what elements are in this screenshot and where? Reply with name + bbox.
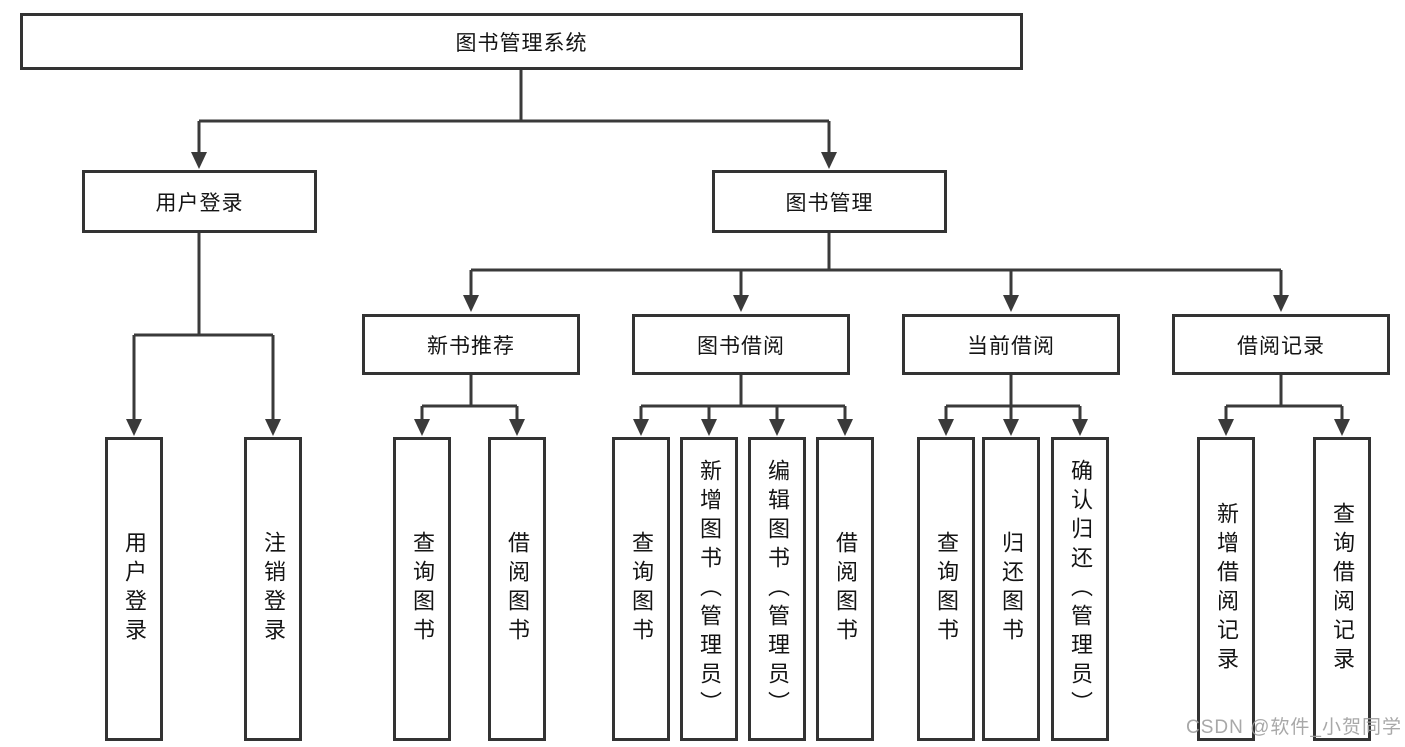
leaf-label: 注销登录 — [261, 531, 286, 647]
arrow-down-icon — [938, 419, 954, 436]
leaf-borrow-books-recommend: 借阅图书 — [488, 437, 546, 741]
wire-root-to-level2 — [197, 70, 831, 155]
leaf-label: 编辑图书（管理员） — [765, 458, 790, 720]
arrow-down-icon — [126, 419, 142, 436]
leaf-label: 借阅图书 — [833, 531, 858, 647]
csdn-watermark: CSDN @软件_小贺同学 — [1186, 717, 1402, 738]
leaf-label: 用户登录 — [122, 531, 147, 647]
arrow-down-icon — [1072, 419, 1088, 436]
leaf-logout: 注销登录 — [244, 437, 302, 741]
leaf-label: 新增借阅记录 — [1214, 502, 1239, 676]
leaf-return-books: 归还图书 — [982, 437, 1040, 741]
leaf-label: 查询图书 — [934, 531, 959, 647]
wire-borrow-records-branch — [1224, 375, 1344, 422]
wire-new-book-recommend-branch — [420, 375, 519, 422]
node-borrow-records: 借阅记录 — [1172, 314, 1390, 375]
leaf-label: 查询图书 — [629, 531, 654, 647]
node-book-borrow: 图书借阅 — [632, 314, 850, 375]
leaf-label: 查询借阅记录 — [1330, 502, 1355, 676]
leaf-query-books-current: 查询图书 — [917, 437, 975, 741]
leaf-user-login: 用户登录 — [105, 437, 163, 741]
arrow-down-icon — [633, 419, 649, 436]
leaf-borrow-books: 借阅图书 — [816, 437, 874, 741]
arrow-down-icon — [265, 419, 281, 436]
wire-user-login-branch — [132, 233, 275, 422]
arrow-down-icon — [837, 419, 853, 436]
arrow-down-icons — [126, 152, 1350, 436]
arrow-down-icon — [1273, 295, 1289, 312]
arrow-down-icon — [191, 152, 207, 169]
wire-book-management-branch — [469, 233, 1283, 298]
arrow-down-icon — [1003, 419, 1019, 436]
node-label: 用户登录 — [155, 191, 244, 215]
arrow-down-icon — [414, 419, 430, 436]
node-label: 图书管理 — [785, 191, 874, 215]
node-label: 图书管理系统 — [455, 31, 588, 55]
node-label: 新书推荐 — [427, 334, 515, 358]
leaf-add-borrow-record: 新增借阅记录 — [1197, 437, 1255, 741]
leaf-query-borrow-record: 查询借阅记录 — [1313, 437, 1371, 741]
leaf-label: 借阅图书 — [505, 531, 530, 647]
arrow-down-icon — [1334, 419, 1350, 436]
leaf-add-books-admin: 新增图书（管理员） — [680, 437, 738, 741]
leaf-label: 新增图书（管理员） — [697, 458, 722, 720]
arrow-down-icon — [701, 419, 717, 436]
leaf-label: 确认归还（管理员） — [1068, 458, 1093, 720]
node-book-management: 图书管理 — [712, 170, 947, 233]
node-label: 借阅记录 — [1237, 334, 1325, 358]
arrow-down-icon — [1218, 419, 1234, 436]
node-user-login: 用户登录 — [82, 170, 317, 233]
arrow-down-icon — [733, 295, 749, 312]
leaf-query-books-borrow: 查询图书 — [612, 437, 670, 741]
wire-book-borrow-branch — [639, 375, 847, 422]
arrow-down-icon — [1003, 295, 1019, 312]
arrow-down-icon — [509, 419, 525, 436]
wire-current-borrow-branch — [944, 375, 1082, 422]
leaf-edit-books-admin: 编辑图书（管理员） — [748, 437, 806, 741]
arrow-down-icon — [821, 152, 837, 169]
node-label: 图书借阅 — [697, 334, 785, 358]
leaf-confirm-return-admin: 确认归还（管理员） — [1051, 437, 1109, 741]
node-new-book-recommend: 新书推荐 — [362, 314, 580, 375]
node-current-borrow: 当前借阅 — [902, 314, 1120, 375]
leaf-query-books-recommend: 查询图书 — [393, 437, 451, 741]
leaf-label: 归还图书 — [999, 531, 1024, 647]
node-label: 当前借阅 — [967, 334, 1055, 358]
node-root-system: 图书管理系统 — [20, 13, 1023, 70]
arrow-down-icon — [463, 295, 479, 312]
arrow-down-icon — [769, 419, 785, 436]
leaf-label: 查询图书 — [410, 531, 435, 647]
